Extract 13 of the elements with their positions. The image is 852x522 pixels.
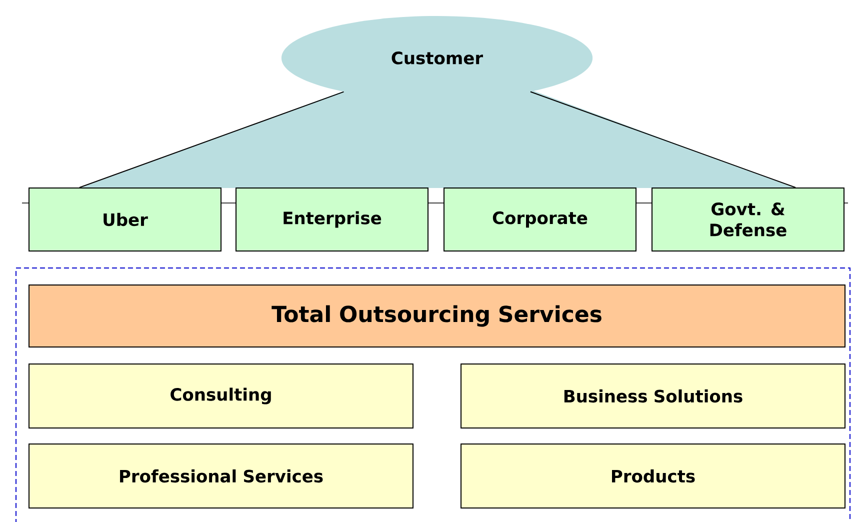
service-banner: Total Outsourcing Services — [28, 284, 846, 348]
segment-box: Corporate — [444, 188, 636, 252]
connector-line — [79, 91, 344, 188]
segment-box: Uber — [28, 188, 222, 252]
service-box: Consulting — [28, 364, 414, 428]
node-label: Customer — [392, 52, 484, 64]
dashed-group-frame — [16, 268, 850, 522]
service-box: Business Solutions — [460, 364, 846, 428]
segment-box: Enterprise — [236, 188, 428, 252]
service-box: Products — [460, 444, 846, 508]
service-box: Professional Services — [28, 444, 414, 508]
connector-line — [530, 91, 796, 188]
segment-box: Govt. & Defense — [652, 188, 844, 252]
